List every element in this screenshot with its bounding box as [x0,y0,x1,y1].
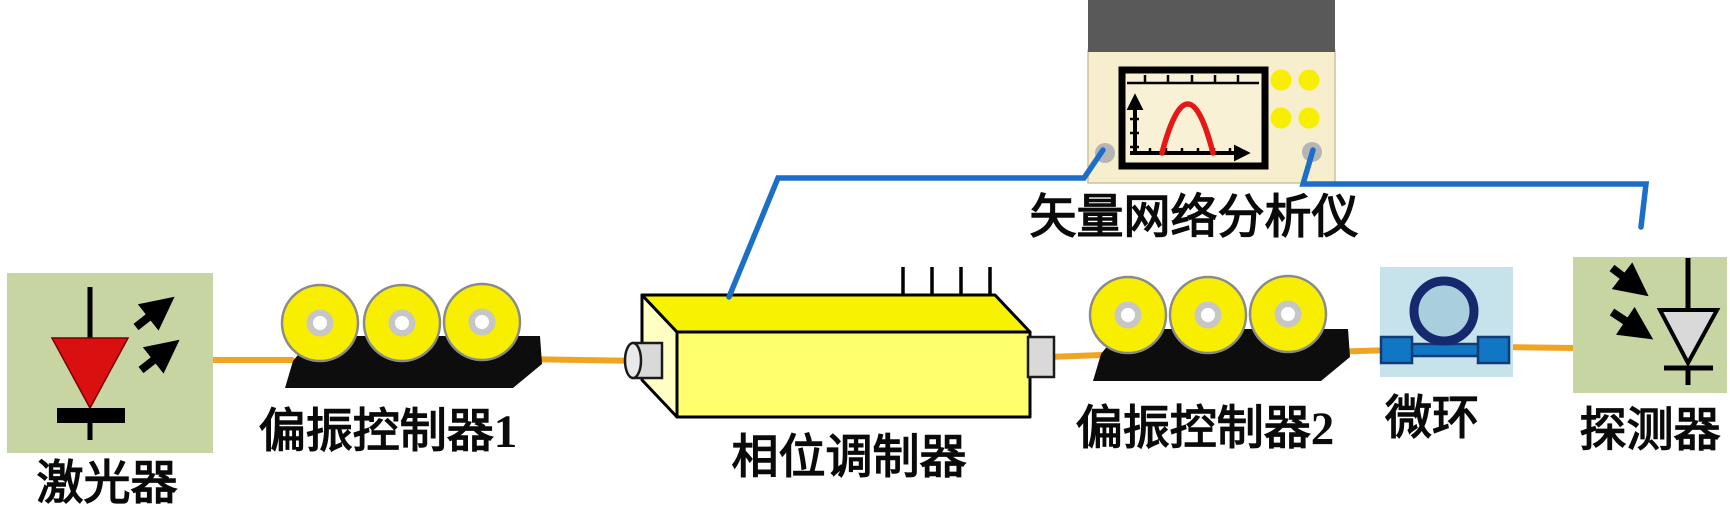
laser-device [7,273,213,453]
ring-cavity [1409,276,1479,346]
laser-diode-icon [50,287,180,440]
rf-pins [901,267,992,296]
fiber-modulator-to-pc2 [1045,352,1105,360]
screen-menu-row [1127,75,1259,85]
output-connector [1026,335,1056,379]
detector-label: 探测器 [1580,405,1722,457]
component-labels: 激光器 偏振控制器1 相位调制器 矢量网络分析仪 偏振控制器2 微环 探测器 [37,191,1722,510]
incident-light-arrow [1609,262,1649,297]
screen-axes [1126,93,1251,162]
rf-cables [726,147,1650,300]
fiber-paddles-icon [280,282,522,363]
fiber-paddles-icon [1088,274,1328,355]
vna-instrument [1087,0,1336,184]
cable-vna-to-modulator [726,147,1106,300]
phase-modulator-label: 相位调制器 [732,432,968,484]
vna-top-band [1088,0,1335,52]
coupler-right [1476,335,1511,365]
pc1-label: 偏振控制器1 [259,406,518,458]
polarization-controller-1 [280,282,542,388]
polarization-controller-2 [1088,274,1350,381]
detector-device [1573,257,1727,393]
emission-arrow [138,339,180,374]
coupler-left [1379,335,1414,365]
ring-resonator-icon [1379,276,1511,365]
cable-vna-to-detector [1299,147,1650,230]
vna-buttons [1270,69,1320,129]
input-connector-cap [623,341,643,380]
resonance-curve-icon [1159,101,1216,156]
modulator-box-icon [623,267,1056,419]
vna-label: 矢量网络分析仪 [1030,191,1359,244]
photodiode-icon [1609,258,1721,385]
incident-light-arrow [1609,306,1654,340]
emission-arrow [133,296,175,331]
pc2-label: 偏振控制器2 [1076,403,1335,455]
laser-label: 激光器 [37,458,179,510]
vna-screen [1118,66,1269,170]
microring-label: 微环 [1384,393,1479,445]
phase-modulator-device [623,267,1056,419]
microring-device [1379,267,1513,377]
